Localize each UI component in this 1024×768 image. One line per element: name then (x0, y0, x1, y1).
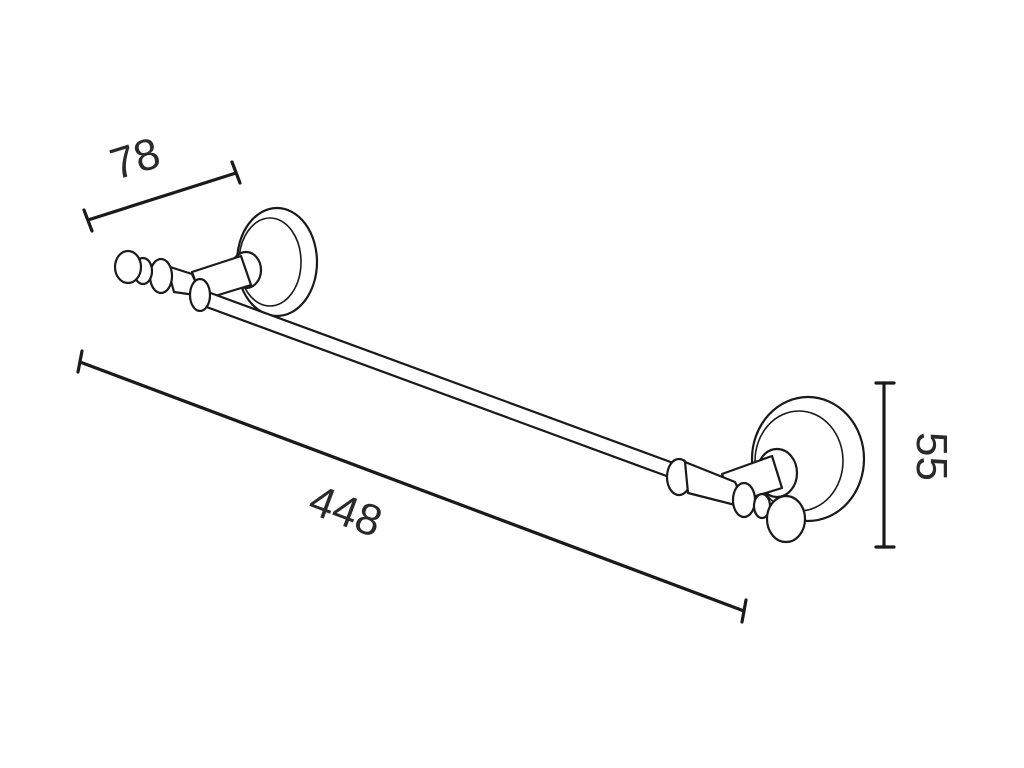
right-finial-knob (765, 494, 807, 544)
left-finial-ring (148, 257, 174, 295)
left-finial-knob (113, 249, 143, 285)
length-dimension-tick-right (740, 598, 748, 624)
depth-dimension-line (86, 171, 238, 222)
depth-dimension-label: 78 (105, 128, 166, 189)
depth-dimension: 78 (82, 128, 242, 233)
height-dimension-label: 55 (907, 432, 956, 481)
left-collar (188, 277, 212, 313)
length-dimension-label: 448 (302, 475, 388, 547)
height-dimension: 55 (874, 381, 956, 549)
depth-dimension-tick-right (230, 160, 242, 185)
right-finial (665, 457, 807, 544)
length-dimension-tick-left (76, 349, 84, 374)
length-dimension-line (78, 360, 746, 613)
towel-bar-rod (191, 286, 678, 480)
left-finial (113, 249, 212, 313)
depth-dimension-tick-left (82, 208, 94, 233)
right-finial-ring (731, 481, 757, 519)
length-dimension: 448 (76, 349, 748, 624)
